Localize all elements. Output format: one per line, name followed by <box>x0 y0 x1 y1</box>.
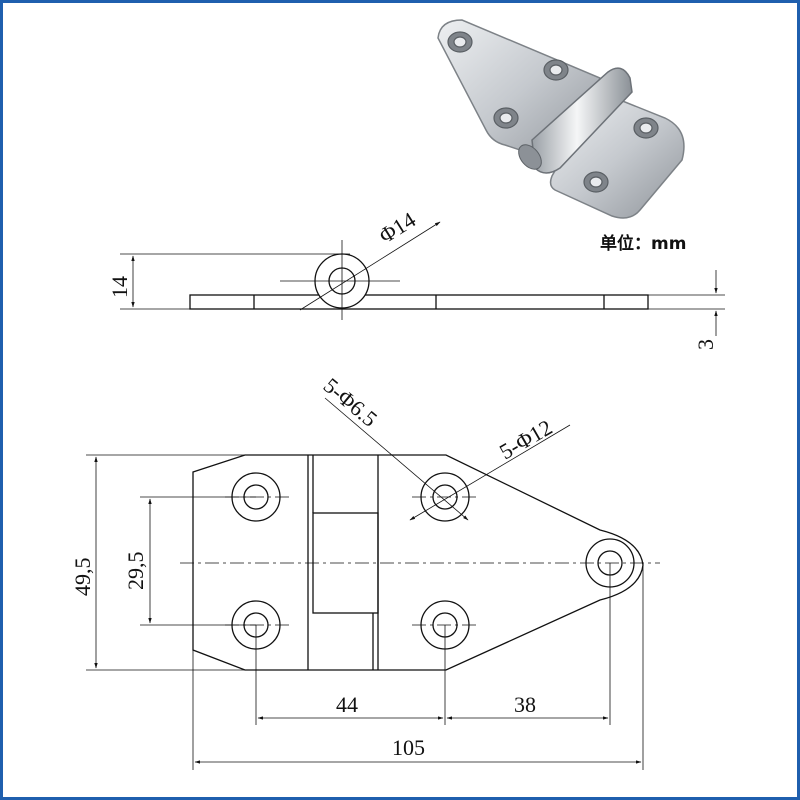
front-view <box>86 397 660 770</box>
dim-overall-height: 49,5 <box>70 558 95 597</box>
side-view <box>120 221 725 336</box>
dim-overall-length: 105 <box>392 735 425 760</box>
dim-side-height: 14 <box>107 276 132 298</box>
photo-barrel <box>531 67 633 174</box>
photo-pin-end <box>518 144 542 170</box>
dim-span-right: 38 <box>514 692 536 717</box>
unit-label: 单位：mm <box>600 233 686 254</box>
dim-hole-spacing: 29,5 <box>123 552 148 591</box>
side-plate <box>189 294 649 310</box>
front-plate <box>192 454 644 671</box>
dim-plate-thickness: 3 <box>693 339 718 350</box>
dim-pin-diameter: Φ14 <box>374 207 420 248</box>
dim-countersink: 5-Φ12 <box>495 414 556 464</box>
dim-small-holes: 5-Φ6.5 <box>319 373 383 432</box>
dim-span-left: 44 <box>336 692 358 717</box>
hinge-photo <box>437 19 685 219</box>
